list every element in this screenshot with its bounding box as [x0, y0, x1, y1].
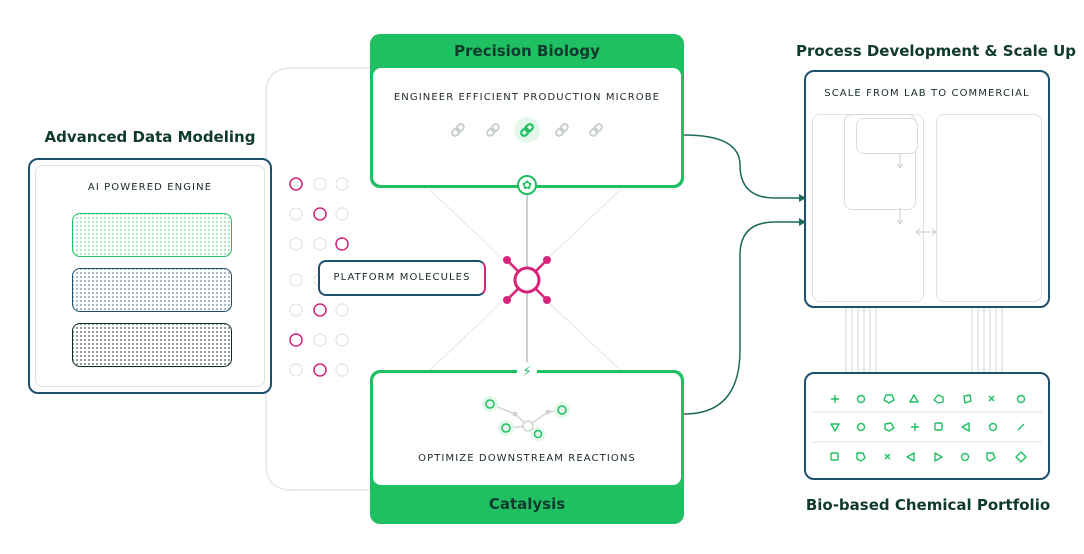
engine-module-navy: [72, 268, 232, 312]
reaction-network: [482, 396, 570, 441]
ai-engine-label: AI POWERED ENGINE: [87, 182, 213, 193]
vessel-left-top: [856, 118, 918, 154]
portfolio-grid: [812, 394, 1042, 463]
platform-molecules-label: PLATFORM MOLECULES: [333, 272, 471, 283]
link-icons-row: [451, 117, 603, 143]
link-icon: [520, 123, 534, 137]
link-icon: [451, 123, 465, 137]
ai-engine-inner: [35, 165, 265, 387]
reactions-panel-label: OPTIMIZE DOWNSTREAM REACTIONS: [418, 453, 636, 464]
link-icon: [589, 123, 603, 137]
microbe-panel-label: ENGINEER EFFICIENT PRODUCTION MICROBE: [393, 92, 661, 103]
engine-module-dark: [72, 323, 232, 367]
portfolio-box: [804, 372, 1050, 480]
process-development-heading: Process Development & Scale Up: [796, 42, 1077, 60]
advanced-data-modeling-heading: Advanced Data Modeling: [44, 128, 256, 146]
precision-biology-heading: Precision Biology: [454, 42, 600, 60]
scale-label: SCALE FROM LAB TO COMMERCIAL: [824, 88, 1030, 99]
link-icon: [555, 123, 569, 137]
link-icon: [486, 123, 500, 137]
vessel-arrows: [896, 154, 937, 236]
bio-based-portfolio-heading: Bio-based Chemical Portfolio: [805, 496, 1051, 514]
gear-icon: ✿: [517, 175, 537, 195]
vessel-right: [936, 114, 1042, 302]
lightning-bolt-icon: ⚡: [517, 362, 537, 382]
platform-molecules-box: [318, 260, 486, 296]
molecule-hub-icon: [503, 256, 551, 304]
catalysis-heading: Catalysis: [488, 495, 566, 513]
engine-module-green: [72, 213, 232, 257]
